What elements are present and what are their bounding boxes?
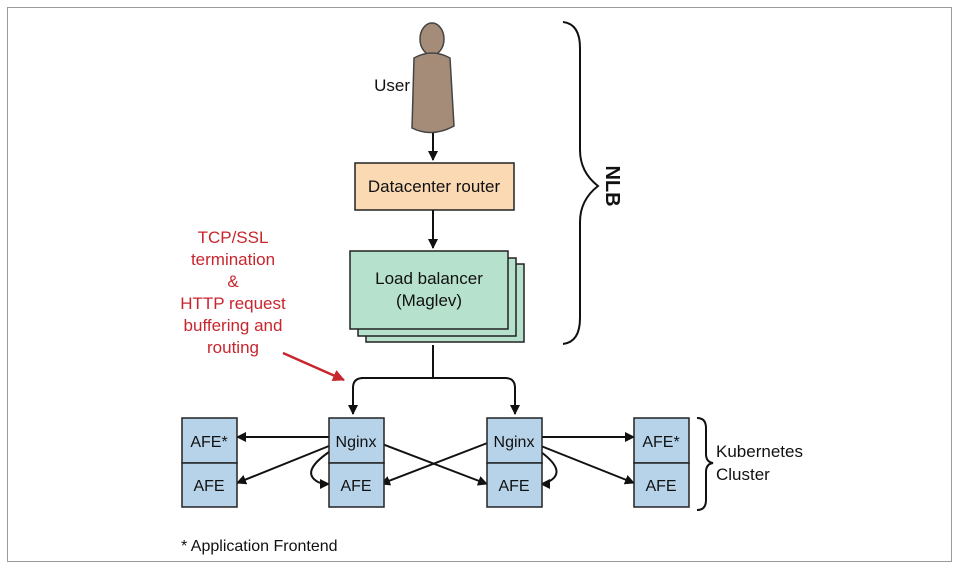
afe-star-label: AFE* <box>190 434 227 451</box>
lb-to-nginx-right-arrow <box>361 377 520 415</box>
afe-box <box>181 462 238 508</box>
afe-star-label: AFE* <box>642 434 679 451</box>
lb-to-nginx-left-arrow <box>348 377 433 415</box>
right-nginx-stack <box>486 417 543 508</box>
afe-box <box>181 417 238 464</box>
user-icon <box>411 22 455 134</box>
afe-box <box>633 462 690 508</box>
nginx-box <box>328 417 385 464</box>
afe-label: AFE <box>498 478 529 495</box>
left-afe-stack <box>181 417 238 508</box>
footnote: * Application Frontend <box>181 538 338 555</box>
annotation-line-5: buffering and <box>184 316 283 335</box>
load-balancer-stack <box>349 250 525 343</box>
afe-box <box>486 462 543 508</box>
annotation-line-2: termination <box>191 250 275 269</box>
nlb-label: NLB <box>601 165 623 206</box>
cluster-label: Cluster <box>716 465 770 484</box>
afe-label: AFE <box>193 478 224 495</box>
annotation-text: TCP/SSL termination & HTTP request buffe… <box>180 228 286 357</box>
annotation-arrow <box>282 351 345 382</box>
afe-box <box>328 462 385 508</box>
load-balancer-label: Load balancer <box>375 269 483 288</box>
routing-edges <box>236 432 635 489</box>
diagram-frame <box>7 7 952 562</box>
kubernetes-label: Kubernetes <box>716 442 803 461</box>
nginx-label: Nginx <box>336 434 377 451</box>
afe-box <box>633 417 690 464</box>
datacenter-router-box <box>354 162 515 211</box>
nginx-box <box>486 417 543 464</box>
afe-label: AFE <box>645 478 676 495</box>
annotation-line-6: routing <box>207 338 259 357</box>
load-balancer-sublabel: (Maglev) <box>396 291 462 310</box>
nginx-label: Nginx <box>494 434 535 451</box>
annotation-line-3: & <box>227 272 239 291</box>
annotation-line-1: TCP/SSL <box>198 228 269 247</box>
right-afe-stack <box>633 417 690 508</box>
annotation-line-4: HTTP request <box>180 294 286 313</box>
datacenter-router-label: Datacenter router <box>368 177 501 196</box>
left-nginx-stack <box>328 417 385 508</box>
load-balancer-box <box>349 250 509 330</box>
afe-label: AFE <box>340 478 371 495</box>
user-label: User <box>374 76 410 95</box>
nlb-brace <box>562 21 600 345</box>
kubernetes-brace <box>696 417 714 511</box>
